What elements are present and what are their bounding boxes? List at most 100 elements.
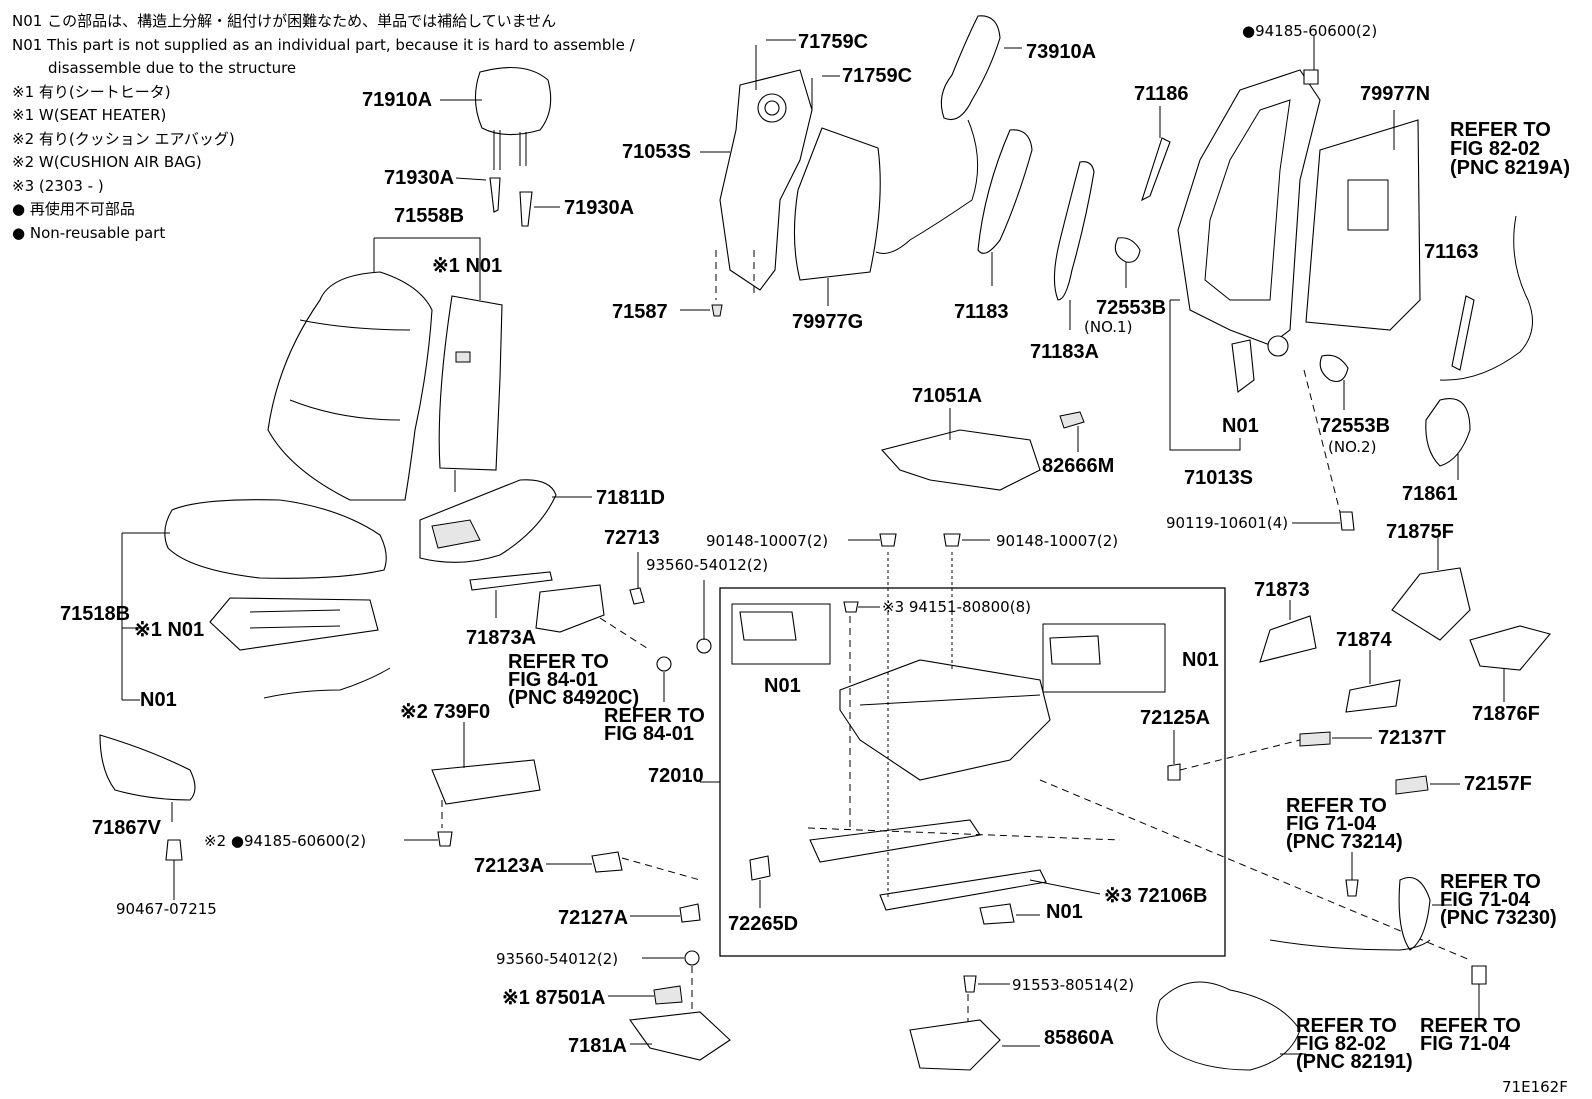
- note-non-reusable-en: ● Non-reusable part: [12, 223, 166, 242]
- ref-8219a-3: (PNC 8219A): [1450, 157, 1570, 179]
- bolts-drawing: [843, 533, 990, 613]
- back-board-drawing: [1305, 110, 1421, 331]
- label-n01-wire: N01: [140, 689, 177, 711]
- ref-73214-1: REFER TO: [1286, 795, 1387, 817]
- label-71051a: 71051A: [912, 385, 982, 407]
- motor-inset-left: [731, 603, 831, 665]
- ref-8219a-1: REFER TO: [1450, 119, 1551, 141]
- label-94185-bottom: ※2 ●94185-60600(2): [204, 832, 366, 850]
- headrest-drawing: [440, 67, 560, 227]
- label-71186: 71186: [1134, 83, 1189, 105]
- label-91553: 91553-80514(2): [1012, 976, 1134, 994]
- ref-7104-2: FIG 71-04: [1420, 1033, 1511, 1055]
- label-71558b: 71558B: [394, 205, 464, 227]
- lower-right-parts-drawing: [909, 975, 1306, 1071]
- label-72713: 72713: [604, 527, 660, 549]
- seatback-cover-drawing: [267, 237, 503, 501]
- label-93560-2: 93560-54012(2): [496, 950, 618, 968]
- note-2-jp: ※2 有り(クッション エアバッグ): [12, 129, 235, 148]
- label-72265d: 72265D: [728, 913, 798, 935]
- part-82666m-drawing: [1059, 411, 1085, 429]
- label-71183a: 71183A: [1030, 341, 1099, 363]
- label-93560-1: 93560-54012(2): [646, 556, 768, 574]
- label-85860a: 85860A: [1044, 1027, 1114, 1049]
- label-72553b-2: 72553B: [1320, 415, 1390, 437]
- label-71053s: 71053S: [622, 141, 691, 163]
- ref-73230-1: REFER TO: [1440, 871, 1541, 893]
- motor-inset-right: [1042, 623, 1166, 693]
- right-side-parts-drawing: [1039, 538, 1551, 1020]
- seat-cushion-drawing: [121, 499, 391, 701]
- label-71518b: 71518B: [60, 603, 130, 625]
- label-94151: ※3 94151-80800(8): [882, 598, 1031, 616]
- label-71876f: 71876F: [1472, 703, 1540, 725]
- label-71861: 71861: [1402, 483, 1458, 505]
- seatback-frame-left-drawing: [680, 39, 840, 317]
- label-90148-1: 90148-10007(2): [706, 532, 828, 550]
- ref-7104-1: REFER TO: [1420, 1015, 1521, 1037]
- part-71861-drawing: [1425, 398, 1471, 467]
- label-82666m: 82666M: [1042, 455, 1114, 477]
- label-71759c-1: 71759C: [798, 31, 868, 53]
- label-7181a: 7181A: [568, 1035, 627, 1057]
- note-2-en: ※2 W(CUSHION AIR BAG): [12, 153, 202, 171]
- note-1-en: ※1 W(SEAT HEATER): [12, 106, 167, 124]
- label-71183: 71183: [954, 301, 1009, 323]
- label-71873a: 71873A: [466, 627, 536, 649]
- label-72123a: 72123A: [474, 855, 544, 877]
- label-71587: 71587: [612, 301, 668, 323]
- ref-82191-1: REFER TO: [1296, 1015, 1397, 1037]
- labels: 71759C 71759C 73910A ●94185-60600(2) 719…: [60, 22, 1570, 1096]
- ref-73214-3: (PNC 73214): [1286, 831, 1403, 853]
- label-94185-top: ●94185-60600(2): [1242, 22, 1377, 40]
- ref-84920c-1: REFER TO: [508, 651, 609, 673]
- note-non-reusable-jp: ● 再使用不可部品: [12, 200, 135, 218]
- figure-id: 71E162F: [1502, 1078, 1568, 1096]
- seat-track-drawing: [700, 552, 1121, 925]
- label-72125a: 72125A: [1140, 707, 1210, 729]
- label-71013s: 71013S: [1184, 467, 1253, 489]
- label-87501a: ※1 87501A: [502, 987, 606, 1009]
- label-72127a: 72127A: [558, 907, 628, 929]
- label-no2: (NO.2): [1328, 438, 1376, 456]
- ref-8401-2: FIG 84-01: [604, 723, 694, 745]
- label-72010: 72010: [648, 765, 704, 787]
- motor-cover-drawing: [469, 552, 712, 702]
- label-90148-2: 90148-10007(2): [996, 532, 1118, 550]
- seat-track-assembly-box: [719, 587, 1226, 957]
- label-90119: 90119-10601(4): [1166, 514, 1288, 532]
- label-73910a: 73910A: [1026, 41, 1096, 63]
- lower-left-parts-drawing: [99, 722, 771, 1061]
- label-739f0: ※2 739F0: [400, 701, 490, 723]
- label-n01-cushion: ※1 N01: [134, 619, 204, 641]
- label-n01-heater: ※1 N01: [432, 255, 502, 277]
- seatback-side-parts-drawing: [977, 129, 1141, 330]
- label-79977g: 79977G: [792, 311, 863, 333]
- label-71910a: 71910A: [362, 89, 432, 111]
- note-1-jp: ※1 有り(シートヒータ): [12, 82, 171, 101]
- part-72553b-no2-drawing: [1319, 354, 1349, 383]
- label-72157f: 72157F: [1464, 773, 1532, 795]
- side-shield-drawing: [419, 479, 592, 563]
- ref-84920c-3: (PNC 84920C): [508, 687, 639, 709]
- label-71811d: 71811D: [596, 487, 665, 509]
- ref-73214-2: FIG 71-04: [1286, 813, 1377, 835]
- note-n01-en-cont: disassemble due to the structure: [48, 59, 297, 77]
- legend-notes: N01 この部品は、構造上分解・組付けが困難なため、単品では補給していません N…: [12, 10, 635, 245]
- label-72137t: 72137T: [1378, 727, 1446, 749]
- label-71875f: 71875F: [1386, 521, 1454, 543]
- label-71930a-2: 71930A: [564, 197, 634, 219]
- seatback-frame-main-drawing: [1169, 36, 1355, 531]
- label-72106b: ※3 72106B: [1104, 885, 1208, 907]
- label-71873: 71873: [1254, 579, 1310, 601]
- label-n01-frame: N01: [1222, 415, 1259, 437]
- label-71867v: 71867V: [92, 817, 162, 839]
- label-90467: 90467-07215: [116, 900, 217, 918]
- side-airbag-drawing: [875, 15, 1022, 254]
- label-72553b-1: 72553B: [1096, 297, 1166, 319]
- note-3: ※3 (2303 - ): [12, 176, 104, 195]
- label-n01-motor-left: N01: [764, 675, 801, 697]
- note-n01-en: N01 This part is not supplied as an indi…: [12, 35, 635, 54]
- label-71930a-1: 71930A: [384, 167, 454, 189]
